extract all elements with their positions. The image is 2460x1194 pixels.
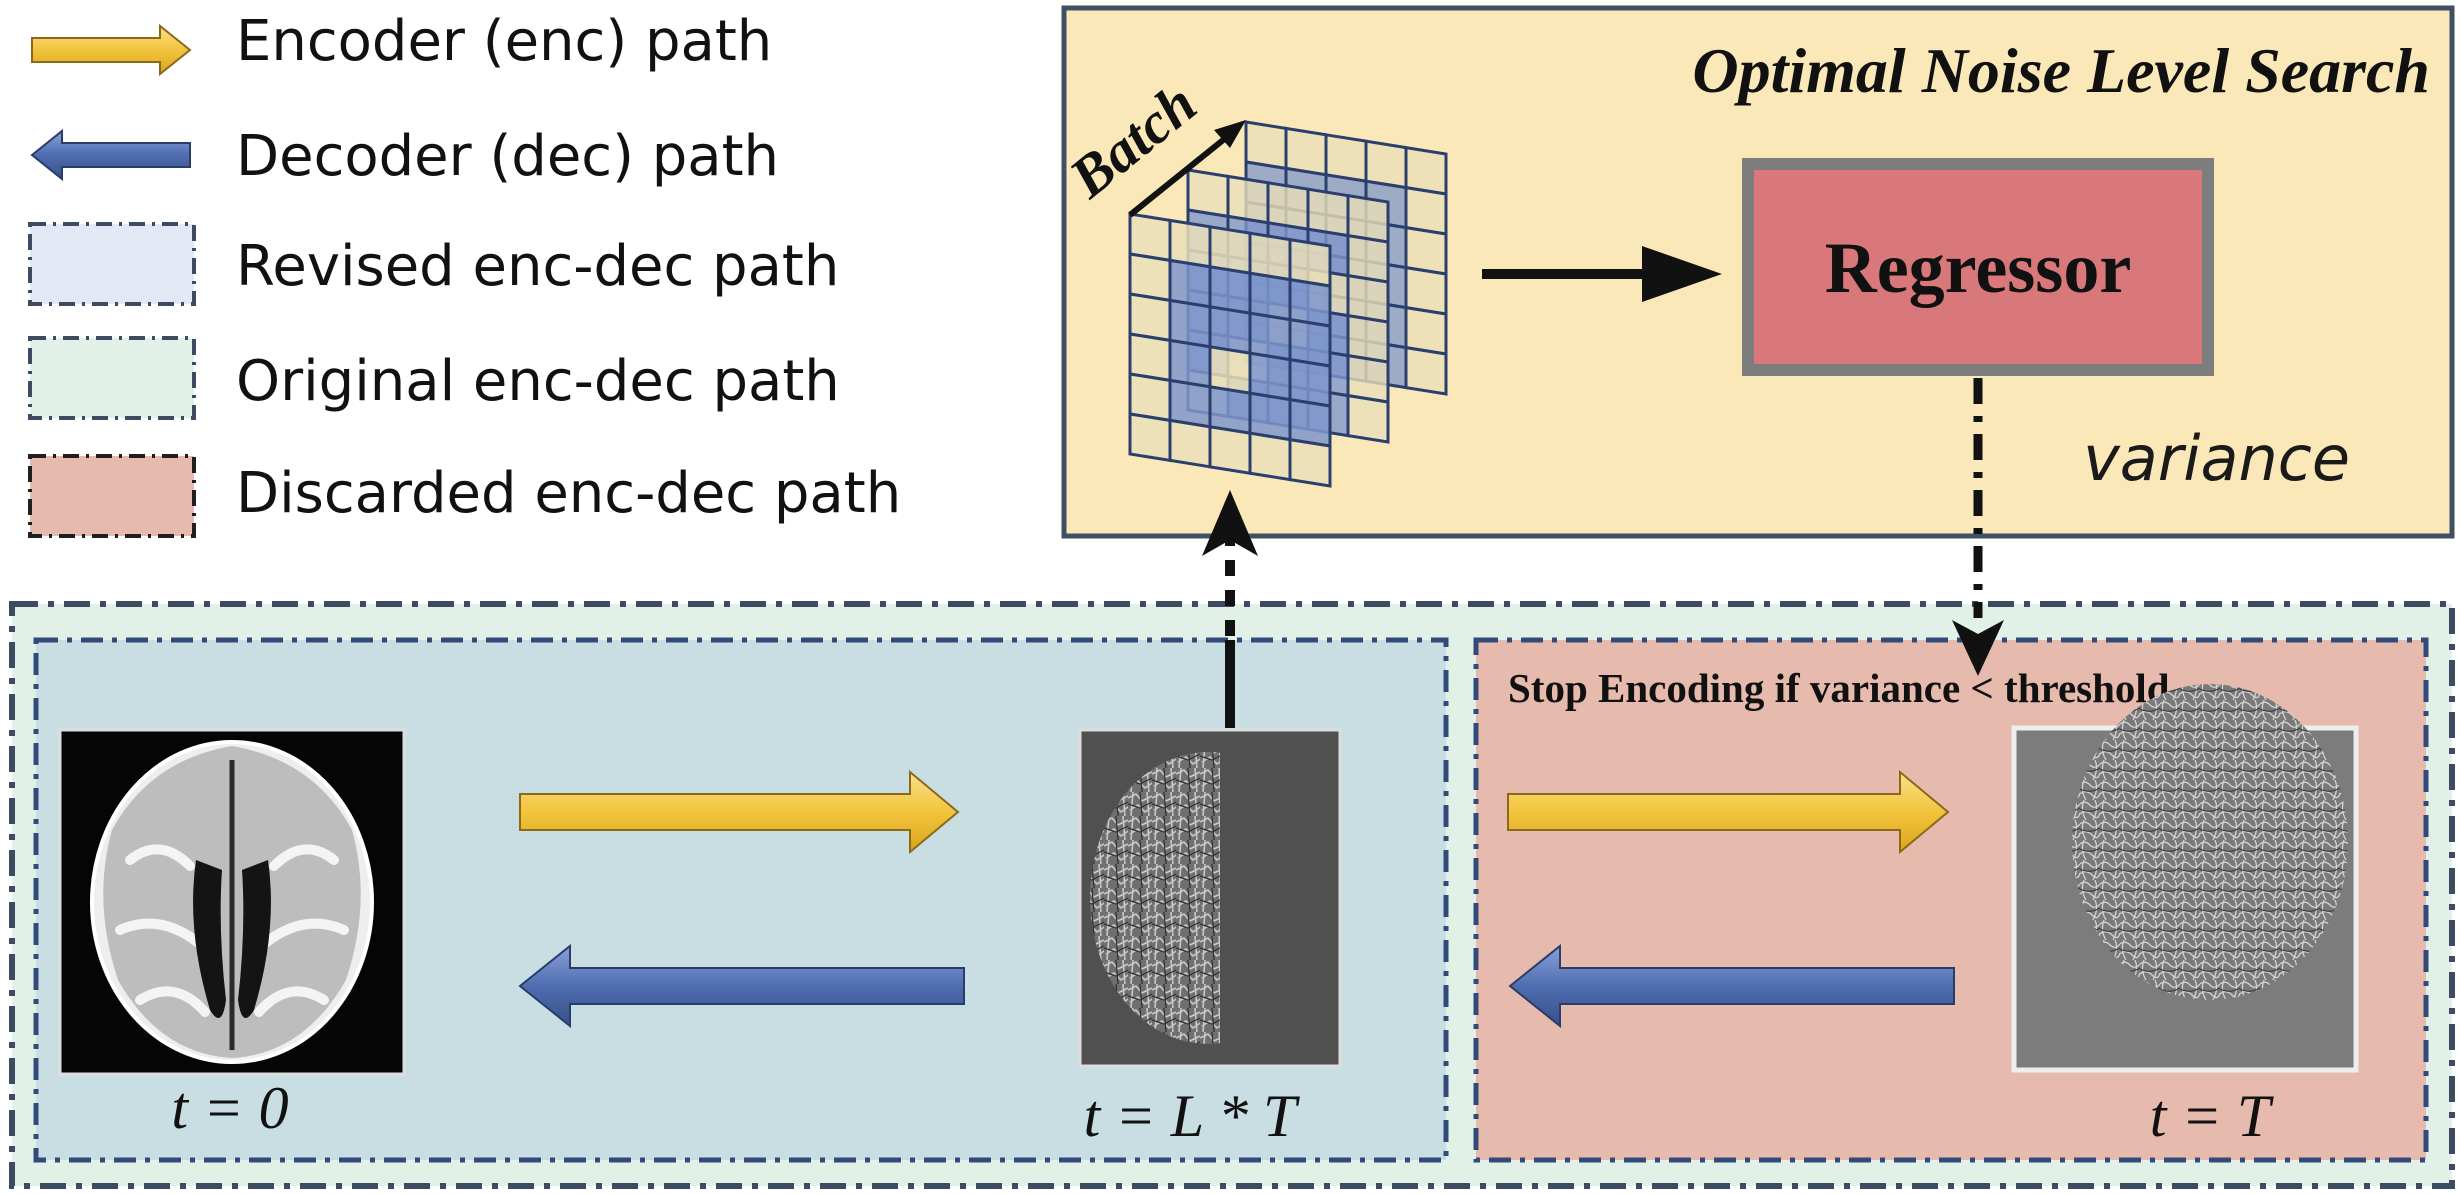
batch-grid-cell [1404, 225, 1448, 276]
revised-path-panel: t = 0 t = L * T [33, 490, 1449, 1163]
batch-grid-cell [1404, 305, 1448, 356]
batch-grid-cell [1248, 231, 1292, 282]
regressor-label: Regressor [1825, 228, 2132, 308]
batch-grid-cell [1288, 317, 1332, 368]
time-label-t0: t = 0 [171, 1075, 288, 1141]
batch-grid-cell [1128, 212, 1172, 263]
batch-grid-cell [1288, 357, 1332, 408]
legend-label-encoder: Encoder (enc) path [236, 9, 772, 74]
discarded-path-panel: Stop Encoding if variance < threshold t … [1473, 637, 2429, 1163]
batch-grid-cell [1288, 397, 1332, 448]
batch-grid-cell [1288, 277, 1332, 328]
legend-label-decoder: Decoder (dec) path [236, 124, 779, 189]
legend: Encoder (enc) path Decoder (dec) path Re… [28, 9, 901, 538]
batch-grid-cell [1288, 237, 1332, 288]
stop-condition-label: Stop Encoding if variance < threshold [1508, 665, 2170, 711]
batch-grid-cell [1208, 385, 1252, 435]
batch-grid-cell [1364, 139, 1408, 190]
batch-grid-cell [1248, 351, 1292, 402]
batch-grid-cell [1128, 252, 1172, 303]
batch-grid-cell [1226, 174, 1270, 225]
batch-grid-cell [1168, 298, 1212, 349]
batch-grid-cell [1208, 345, 1252, 395]
batch-grid-cell [1306, 187, 1350, 238]
batch-axis-line [1128, 125, 1240, 218]
regressor-box [1742, 158, 2214, 376]
batch-grid-cell [1208, 425, 1252, 475]
legend-item-decoder: Decoder (dec) path [30, 124, 779, 189]
batch-grid-cell [1168, 378, 1212, 429]
time-label-end: t = T [2150, 1083, 2274, 1149]
batch-grid-cell [1168, 258, 1212, 309]
encoder-arrow-discarded [1507, 769, 1950, 855]
legend-label-revised: Revised enc-dec path [236, 234, 839, 299]
batch-grid-cell [1346, 393, 1390, 444]
batch-grid-cell [1404, 265, 1448, 316]
variance-label: variance [2083, 422, 2350, 495]
batch-grid-cell [1208, 305, 1252, 355]
brain-image-t0 [58, 728, 406, 1076]
batch-grid-cell [1284, 126, 1328, 177]
legend-label-original: Original enc-dec path [236, 349, 840, 414]
legend-label-discarded: Discarded enc-dec path [236, 461, 901, 526]
batch-grid-cell [1128, 412, 1172, 463]
batch-grid-cell [1128, 292, 1172, 343]
batch-grid-cell [1248, 311, 1292, 362]
variance-feedback-arrow [1952, 378, 2004, 676]
batch-grid-cell [1248, 431, 1292, 482]
batch-grid-cell [1324, 133, 1368, 183]
noisy-image-mid [1078, 728, 1342, 1068]
batch-axis-arrowhead [1214, 120, 1246, 148]
encoder-arrow-revised [519, 769, 960, 855]
batch-grid-cell [1346, 273, 1390, 324]
revised-box-icon [28, 222, 196, 306]
encoder-arrow-icon [31, 23, 192, 77]
batch-grid-cell [1208, 225, 1252, 275]
batch-grid-cell [1248, 271, 1292, 322]
batch-grid-cell [1128, 372, 1172, 423]
to-regressor-arrow [1482, 246, 1722, 302]
batch-grid-front [1128, 212, 1332, 488]
batch-grid-cell [1186, 168, 1230, 219]
decoder-arrow-icon [30, 128, 191, 182]
mid-to-batch-arrow [1202, 490, 1258, 728]
decoder-arrow-revised [518, 943, 965, 1029]
batch-grid-cell [1346, 353, 1390, 404]
legend-item-original: Original enc-dec path [28, 336, 840, 420]
batch-grid-cell [1168, 218, 1212, 269]
discarded-box-icon [28, 454, 196, 538]
batch-grid-cell [1346, 313, 1390, 364]
batch-grid-cell [1248, 391, 1292, 442]
batch-grid-cell [1244, 120, 1288, 171]
batch-grid-cell [1288, 437, 1332, 488]
batch-grid-cell [1168, 418, 1212, 469]
optimal-noise-search-panel: Optimal Noise Level Search Batch Regress… [1056, 5, 2455, 539]
legend-item-revised: Revised enc-dec path [28, 222, 839, 306]
decoder-arrow-discarded [1508, 943, 1955, 1029]
batch-grid-cell [1266, 181, 1310, 231]
batch-grid-cell [1208, 265, 1252, 315]
batch-grid-cell [1404, 185, 1448, 236]
legend-item-encoder: Encoder (enc) path [31, 9, 772, 77]
noisy-image-end [2011, 684, 2359, 1073]
legend-item-discarded: Discarded enc-dec path [28, 454, 901, 538]
original-box-icon [28, 336, 196, 420]
batch-grid-cell [1404, 345, 1448, 396]
search-panel-title: Optimal Noise Level Search [1692, 35, 2430, 106]
batch-grid-cell [1168, 338, 1212, 389]
batch-grid-cell [1128, 332, 1172, 383]
batch-grid-cell [1404, 145, 1448, 196]
batch-grid-cell [1346, 193, 1390, 244]
time-label-mid: t = L * T [1084, 1083, 1300, 1149]
batch-grid-cell [1346, 233, 1390, 284]
